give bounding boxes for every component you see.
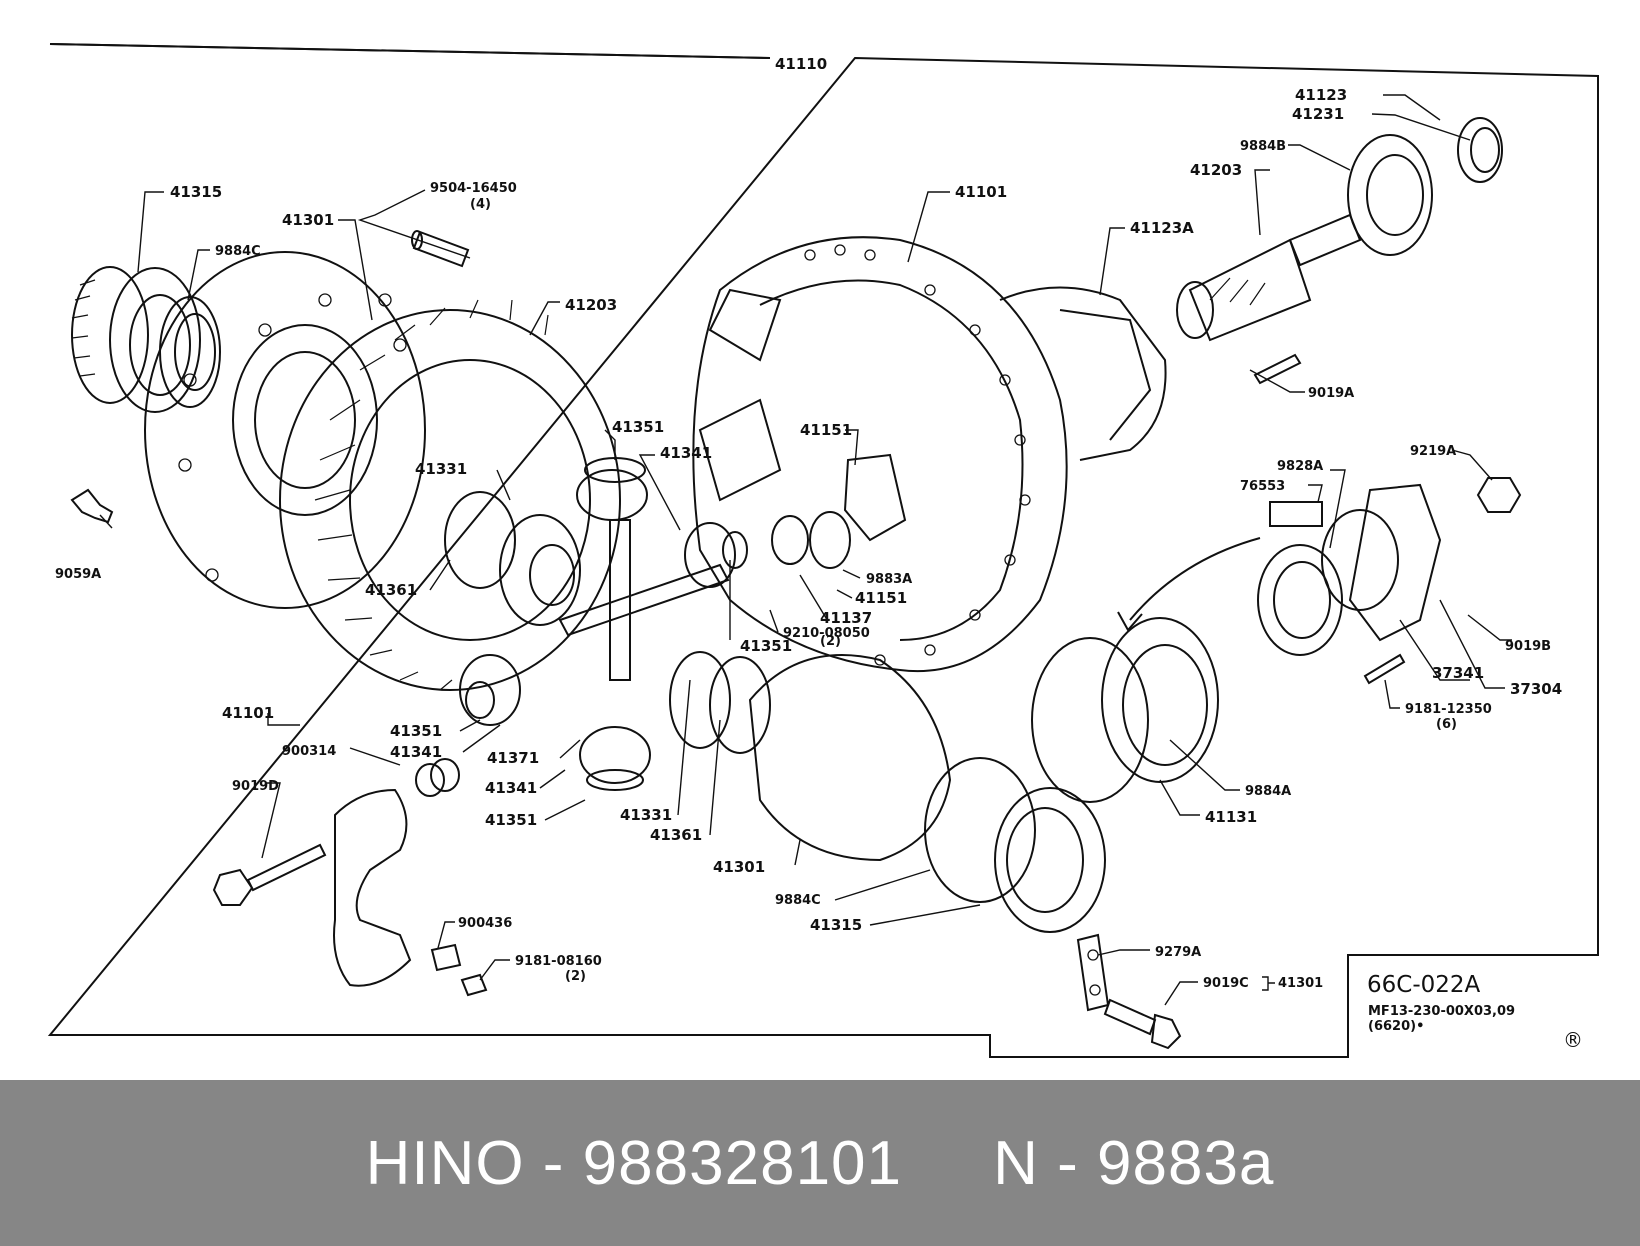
direction-arrow <box>1117 537 1261 632</box>
label-washer-left: 41361 <box>365 581 417 599</box>
exploded-parts-diagram: 41110 41315 41301 9884C 9504-16450 (4) 4… <box>47 43 1599 1058</box>
lock-plate-9279a <box>1076 933 1110 1012</box>
cage-41131 <box>1031 617 1219 803</box>
bolt-9181-08160 <box>460 973 488 997</box>
label-bolt-9181: 9181-12350 <box>1405 702 1492 717</box>
label-carrier-bottom: 41101 <box>222 704 274 722</box>
label-race-9884a: 9884A <box>1245 784 1291 799</box>
carrier-bracket <box>333 788 412 987</box>
label-cap: 41151 <box>800 421 852 439</box>
title-block-ref2: (6620)• <box>1368 1019 1424 1034</box>
label-race-left: 9884C <box>215 244 261 259</box>
label-race-right: 9884B <box>1240 139 1286 154</box>
bolt-left <box>70 488 114 524</box>
label-lower-41361: 41361 <box>650 826 702 844</box>
label-nut-9219: 9219A <box>1410 444 1456 459</box>
bolt-9019c <box>1103 998 1182 1050</box>
spider-gear-left <box>459 654 521 726</box>
label-cage: 41131 <box>1205 808 1257 826</box>
ring-gear <box>279 299 621 691</box>
label-cap-lower: 41151 <box>855 589 907 607</box>
nut-9219a <box>1476 477 1522 513</box>
part-number-caption: HINO - 988328101 N - 9883a <box>365 1128 1275 1198</box>
label-side-gear-left: 41331 <box>415 460 467 478</box>
label-nut-qty: (2) <box>820 634 841 649</box>
label-shim: 41231 <box>1292 105 1344 123</box>
label-lock-9279: 9279A <box>1155 945 1201 960</box>
label-washer-9883: 9883A <box>866 572 912 587</box>
label-pinion-gear: 41203 <box>1190 161 1242 179</box>
label-lower-9884c: 9884C <box>775 893 821 908</box>
bearing-lower <box>924 757 1106 933</box>
seal-41123 <box>1457 117 1503 183</box>
label-side-gear: 41341 <box>660 444 712 462</box>
label-carrier: 41101 <box>955 183 1007 201</box>
bolt-9019a <box>1253 353 1302 385</box>
pinion-shaft <box>1288 213 1362 267</box>
label-case-left: 41301 <box>282 211 334 229</box>
title-block-ref: MF13-230-00X03,09 <box>1368 1004 1515 1019</box>
label-flange-assy: 37304 <box>1510 680 1562 698</box>
label-lock-900436: 900436 <box>458 916 512 931</box>
label-nut: 9210-08050 <box>783 626 870 641</box>
case-left <box>144 251 426 609</box>
label-lower-41351b: 41351 <box>485 811 537 829</box>
label-lower-41301: 41301 <box>713 858 765 876</box>
label-pin-qty: (4) <box>470 197 491 212</box>
label-flange-bolt: 9019B <box>1505 639 1551 654</box>
carrier-housing <box>692 236 1167 673</box>
label-gear-mid: 41351 <box>740 637 792 655</box>
label-bearing-left: 41315 <box>170 183 222 201</box>
gasket-76553 <box>1269 501 1323 527</box>
label-pin: 9504-16450 <box>430 181 517 196</box>
registered-mark: ® <box>1563 1028 1583 1052</box>
label-washer-900314: 900314 <box>282 744 336 759</box>
label-seal: 41123 <box>1295 86 1347 104</box>
bearing-left <box>71 266 201 413</box>
flange-37341 <box>1257 483 1442 656</box>
label-bolt-9019c: 9019C <box>1203 976 1249 991</box>
label-bolt-9019c-ref: 41301 <box>1278 976 1323 991</box>
label-thrust-washer: 9828A <box>1277 459 1323 474</box>
bolt-9181-12350 <box>1363 653 1406 685</box>
spider-gear-right <box>684 522 748 588</box>
label-ring-gear: 41203 <box>565 296 617 314</box>
label-lower-41315: 41315 <box>810 916 862 934</box>
label-bolt-upper: 9019A <box>1308 386 1354 401</box>
adjuster-41301-lower <box>669 651 952 862</box>
label-bolt-9181-qty: (6) <box>1436 717 1457 732</box>
bolt-9019d <box>212 843 327 906</box>
label-lower-41331: 41331 <box>620 806 672 824</box>
pin <box>411 230 470 268</box>
label-assembly: 41110 <box>775 55 827 73</box>
spider-gear-bottom <box>579 726 651 791</box>
caption-bar: HINO - 988328101 N - 9883a <box>0 1080 1640 1246</box>
label-packing: 41123A <box>1130 219 1194 237</box>
label-bolt-9181-08160: 9181-08160 <box>515 954 602 969</box>
bearing-9884b <box>1347 134 1433 256</box>
bearing-cap <box>771 453 907 569</box>
label-flange: 37341 <box>1432 664 1484 682</box>
label-plug: 41137 <box>820 609 872 627</box>
washer-900314 <box>415 758 460 797</box>
label-lower-41341b: 41341 <box>485 779 537 797</box>
pinion-gear <box>1176 238 1312 342</box>
leader-lines <box>99 94 1512 1006</box>
label-spider: 41371 <box>487 749 539 767</box>
title-block-code: 66C-022A <box>1367 972 1481 998</box>
label-lower-41351: 41351 <box>390 722 442 740</box>
label-spider-gear-top: 41351 <box>612 418 664 436</box>
label-lower-41341: 41341 <box>390 743 442 761</box>
lock-900436 <box>430 943 462 972</box>
label-bolt-left: 9059A <box>55 567 101 582</box>
label-76553: 76553 <box>1240 479 1285 494</box>
label-bolt-9019d: 9019D <box>232 779 279 794</box>
label-bolt-9181-08160-qty: (2) <box>565 969 586 984</box>
side-gear-center <box>499 514 730 681</box>
